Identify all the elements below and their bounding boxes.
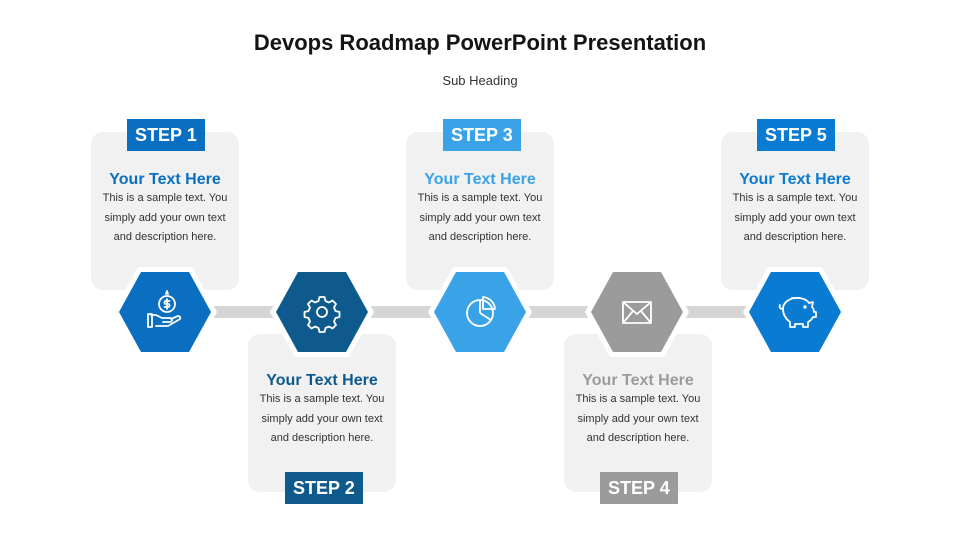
step-4-heading: Your Text Here bbox=[582, 372, 694, 389]
envelope-icon bbox=[622, 301, 652, 324]
step-2-description: This is a sample text. You simply add yo… bbox=[259, 393, 385, 444]
money-hand-icon bbox=[147, 290, 182, 328]
step-3-card: Your Text Here This is a sample text. Yo… bbox=[406, 132, 554, 290]
step-2-heading: Your Text Here bbox=[266, 372, 378, 389]
step-1-description: This is a sample text. You simply add yo… bbox=[102, 192, 228, 243]
step-2-label: STEP 2 bbox=[285, 472, 363, 504]
slide-subtitle: Sub Heading bbox=[442, 73, 518, 88]
piggy-bank-icon bbox=[778, 297, 817, 328]
step-2-card: Your Text Here This is a sample text. Yo… bbox=[248, 334, 396, 492]
slide-title: Devops Roadmap PowerPoint Presentation bbox=[253, 30, 707, 55]
step-3-description: This is a sample text. You simply add yo… bbox=[417, 192, 543, 243]
step-5-card: Your Text Here This is a sample text. Yo… bbox=[721, 132, 869, 290]
step-1-heading: Your Text Here bbox=[109, 171, 221, 188]
step-4-label: STEP 4 bbox=[600, 472, 678, 504]
gear-icon bbox=[303, 296, 341, 333]
step-5-label: STEP 5 bbox=[757, 119, 835, 151]
step-1-label: STEP 1 bbox=[127, 119, 205, 151]
step-1-card: Your Text Here This is a sample text. Yo… bbox=[91, 132, 239, 290]
step-3-hexagon bbox=[426, 265, 534, 359]
step-4-card: Your Text Here This is a sample text. Yo… bbox=[564, 334, 712, 492]
step-3-label: STEP 3 bbox=[443, 119, 521, 151]
step-5-hexagon bbox=[741, 265, 849, 359]
step-4-hexagon bbox=[583, 265, 691, 359]
step-4-description: This is a sample text. You simply add yo… bbox=[575, 393, 701, 444]
step-1-hexagon bbox=[111, 265, 219, 359]
step-3-heading: Your Text Here bbox=[424, 171, 536, 188]
step-5-description: This is a sample text. You simply add yo… bbox=[732, 192, 858, 243]
step-2-hexagon bbox=[268, 265, 376, 359]
step-5-heading: Your Text Here bbox=[739, 171, 851, 188]
pie-chart-icon bbox=[466, 296, 496, 327]
